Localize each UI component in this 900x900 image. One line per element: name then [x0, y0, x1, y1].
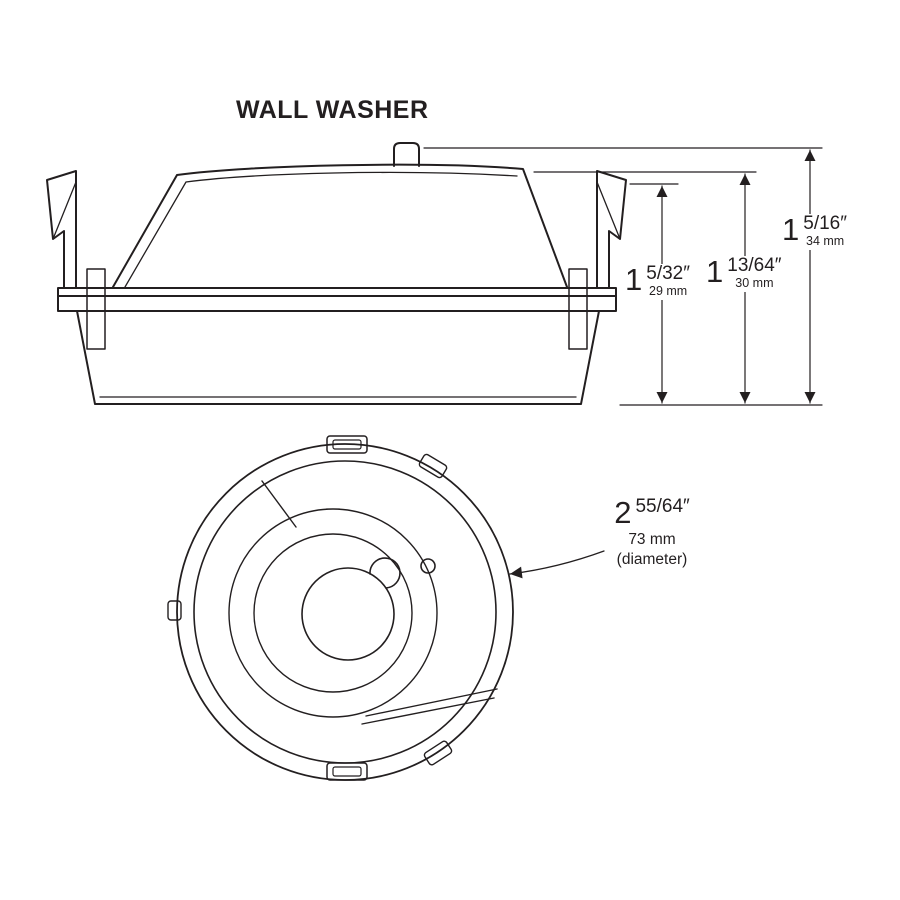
rim-tab-top	[326, 435, 368, 454]
dimension-3-whole: 1	[782, 212, 800, 247]
dimension-label-3: 1 5/16″ 34 mm	[779, 214, 850, 250]
diameter-leader-line	[509, 550, 605, 579]
shield-edge-upper	[261, 480, 297, 528]
diameter-main: 2 55/64″	[596, 497, 708, 528]
mounting-clip-right-fold	[596, 181, 621, 240]
screw-hole	[420, 558, 436, 574]
rim-tab-bottom-inner	[332, 766, 362, 777]
dimension-3-fraction: 5/16″	[803, 213, 847, 234]
shield-edge-lower	[361, 688, 498, 725]
top-button	[393, 142, 420, 167]
dimension-2-fraction: 13/64″	[727, 255, 782, 276]
rim-tab-left	[167, 600, 182, 621]
diameter-whole: 2	[614, 495, 632, 530]
side-view-drawing	[46, 142, 627, 405]
dimension-1-metric: 29 mm	[649, 283, 688, 298]
dimension-2-column: 13/64″ 30 mm	[727, 256, 781, 292]
mounting-clip-left	[46, 170, 77, 288]
diameter-note: (diameter)	[616, 551, 688, 568]
dimension-1-fraction: 5/32″	[646, 263, 690, 284]
diameter-label: 2 55/64″ 73 mm (diameter)	[596, 497, 708, 569]
outer-rim-circle	[176, 443, 514, 781]
rim-tab-top-inner	[332, 439, 362, 450]
rim-tab-lower-right	[423, 740, 453, 766]
inner-rim-circle	[193, 460, 497, 764]
dimension-3-column: 5/16″ 34 mm	[803, 214, 847, 250]
dimension-label-2: 1 13/64″ 30 mm	[703, 256, 785, 292]
rim-tab-bottom	[326, 762, 368, 781]
clip-housing-left	[86, 268, 106, 350]
dome-inner-line	[124, 171, 518, 288]
trim-flange	[57, 287, 617, 312]
page-title: WALL WASHER	[236, 96, 429, 124]
aperture-opening	[301, 567, 395, 661]
mounting-clip-right	[596, 170, 627, 288]
dimension-3-metric: 34 mm	[806, 233, 845, 248]
mounting-clip-left-fold	[52, 181, 77, 240]
dimension-1-column: 5/32″ 29 mm	[646, 264, 690, 300]
bottom-view-drawing	[167, 435, 514, 781]
clip-housing-right	[568, 268, 588, 350]
rim-tab-upper-right	[418, 453, 448, 479]
diameter-fraction: 55/64″	[635, 496, 690, 517]
diameter-metric: 73 mm	[628, 531, 676, 548]
dimension-2-metric: 30 mm	[735, 275, 774, 290]
dimension-1-whole: 1	[625, 262, 643, 297]
lower-body-outline	[76, 310, 600, 405]
reflector-circle-outer	[228, 508, 438, 718]
dome-outline	[112, 163, 568, 288]
dimension-2-whole: 1	[706, 254, 724, 289]
dimension-label-1: 1 5/32″ 29 mm	[622, 264, 693, 300]
aperture-notch	[369, 557, 401, 589]
reflector-circle-inner	[253, 533, 413, 693]
